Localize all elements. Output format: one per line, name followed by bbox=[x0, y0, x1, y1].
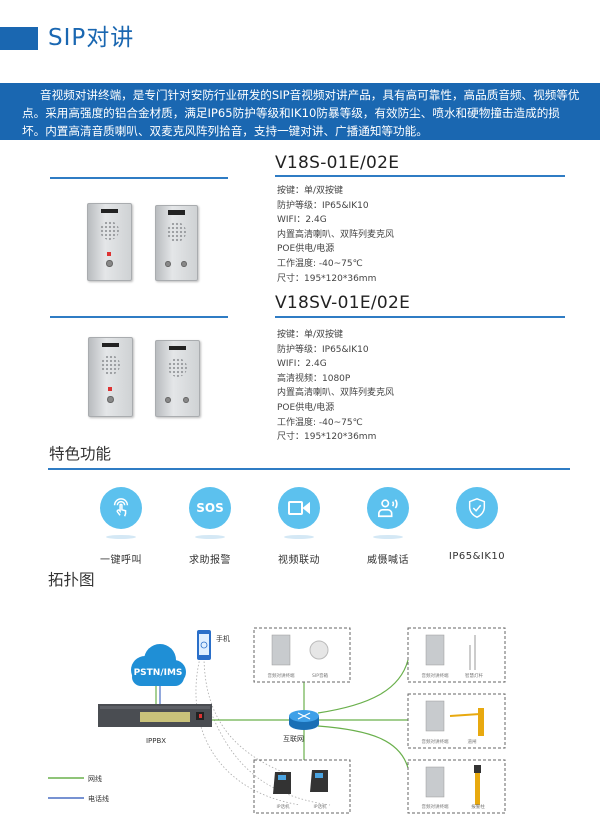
spec: 防护等级：IP65&IK10 bbox=[277, 200, 369, 211]
device-label: 音频对讲终端 bbox=[422, 672, 449, 679]
divider bbox=[275, 316, 565, 318]
spec: WIFI：2.4G bbox=[277, 215, 327, 226]
mobile-label: 手机 bbox=[216, 634, 230, 643]
header-accent-block bbox=[0, 27, 38, 50]
speaker-person-icon bbox=[367, 487, 409, 529]
spec: 防护等级：IP65&IK10 bbox=[277, 344, 369, 355]
cloud-icon bbox=[131, 644, 186, 686]
touch-icon bbox=[100, 487, 142, 529]
spec: 按键：单/双按键 bbox=[277, 186, 344, 196]
mobile-phone-icon bbox=[197, 630, 211, 660]
divider bbox=[50, 316, 228, 318]
device-label: 智慧灯杆 bbox=[465, 672, 483, 679]
spec: 工作温度: -40~75℃ bbox=[277, 417, 363, 428]
video-intercom-double-button-image bbox=[155, 340, 200, 417]
device-label: 报警柱 bbox=[471, 803, 485, 810]
intercom-single-button-image bbox=[87, 203, 132, 281]
feature-label: 求助报警 bbox=[189, 555, 231, 566]
smart-pole-icon bbox=[469, 635, 476, 670]
intro-banner: 音视频对讲终端，是专门针对安防行业研发的SIP音视频对讲产品，具有高可靠性，高品… bbox=[0, 83, 600, 140]
ippbx-icon bbox=[98, 704, 212, 727]
video-camera-icon bbox=[278, 487, 320, 529]
device-groups bbox=[253, 627, 506, 814]
spec: 内置高清喇叭、双阵列麦克风 bbox=[277, 388, 395, 399]
sos-icon: SOS bbox=[189, 487, 231, 529]
spec: 高清视频：1080P bbox=[277, 373, 351, 384]
router-icon bbox=[289, 710, 319, 730]
alarm-post-icon bbox=[474, 765, 481, 805]
network-cables bbox=[155, 659, 409, 769]
divider bbox=[48, 468, 570, 470]
device-label: IP话机 bbox=[276, 803, 290, 810]
feature-label: 一键呼叫 bbox=[100, 555, 142, 566]
topology-diagram: PSTN/IMS IPPBX 手机 互联网 音频对讲终端 SIP音箱 IP话机 … bbox=[48, 627, 506, 814]
legend-label: 电话线 bbox=[88, 794, 109, 803]
topology-title: 拓扑图 bbox=[48, 571, 95, 589]
product-model: V18S-01E/02E bbox=[275, 153, 400, 173]
features-title: 特色功能 bbox=[49, 445, 112, 463]
device-label: 音频对讲终端 bbox=[268, 672, 295, 679]
intercom-double-button-image bbox=[155, 205, 198, 281]
spec: 内置高清喇叭、双阵列麦克风 bbox=[277, 229, 395, 240]
divider bbox=[50, 177, 228, 179]
video-intercom-single-button-image bbox=[88, 337, 133, 417]
barrier-gate-icon bbox=[449, 708, 484, 736]
product-model: V18SV-01E/02E bbox=[275, 293, 411, 313]
divider bbox=[275, 175, 565, 177]
spec: WIFI：2.4G bbox=[277, 359, 327, 370]
spec: 按键：单/双按键 bbox=[277, 330, 344, 340]
device-label: 音频对讲终端 bbox=[422, 738, 449, 745]
intercom-terminal-icons bbox=[271, 634, 445, 798]
spec: POE供电/电源 bbox=[277, 402, 335, 413]
sip-speaker-icon bbox=[309, 640, 329, 660]
legend-label: 网线 bbox=[88, 774, 102, 783]
device-label: 道闸 bbox=[468, 738, 477, 745]
feature-one-key-call: 一键呼叫 bbox=[76, 487, 166, 566]
spec: 工作温度: -40~75℃ bbox=[277, 258, 363, 269]
feature-label: 威慑喊话 bbox=[367, 555, 409, 566]
feature-deterrent-shout: 威慑喊话 bbox=[343, 487, 433, 566]
spec: 尺寸：195*120*36mm bbox=[277, 432, 377, 443]
product-specs: 按键：单/双按键 防护等级：IP65&IK10 WIFI：2.4G 高清视频：1… bbox=[277, 328, 394, 445]
feature-sos-alarm: SOS 求助报警 bbox=[165, 487, 255, 566]
spec: POE供电/电源 bbox=[277, 244, 335, 255]
feature-ip65-ik10: IP65&IK10 bbox=[432, 487, 522, 562]
ippbx-label: IPPBX bbox=[146, 737, 166, 745]
device-label: SIP音箱 bbox=[312, 672, 328, 679]
ip-phone-icons bbox=[273, 770, 328, 794]
feature-label: IP65&IK10 bbox=[448, 551, 506, 562]
page-title: SIP对讲 bbox=[48, 25, 135, 51]
phone-wireless-links bbox=[195, 657, 331, 806]
device-label: 音频对讲终端 bbox=[422, 803, 449, 810]
shield-check-icon bbox=[456, 487, 498, 529]
product-specs: 按键：单/双按键 防护等级：IP65&IK10 WIFI：2.4G 内置高清喇叭… bbox=[277, 184, 394, 286]
router-label: 互联网 bbox=[283, 734, 304, 743]
spec: 尺寸：195*120*36mm bbox=[277, 273, 377, 284]
feature-video-linkage: 视频联动 bbox=[254, 487, 344, 566]
cloud-label: PSTN/IMS bbox=[134, 668, 183, 678]
feature-label: 视频联动 bbox=[278, 555, 320, 566]
device-label: IP话机 bbox=[313, 803, 327, 810]
